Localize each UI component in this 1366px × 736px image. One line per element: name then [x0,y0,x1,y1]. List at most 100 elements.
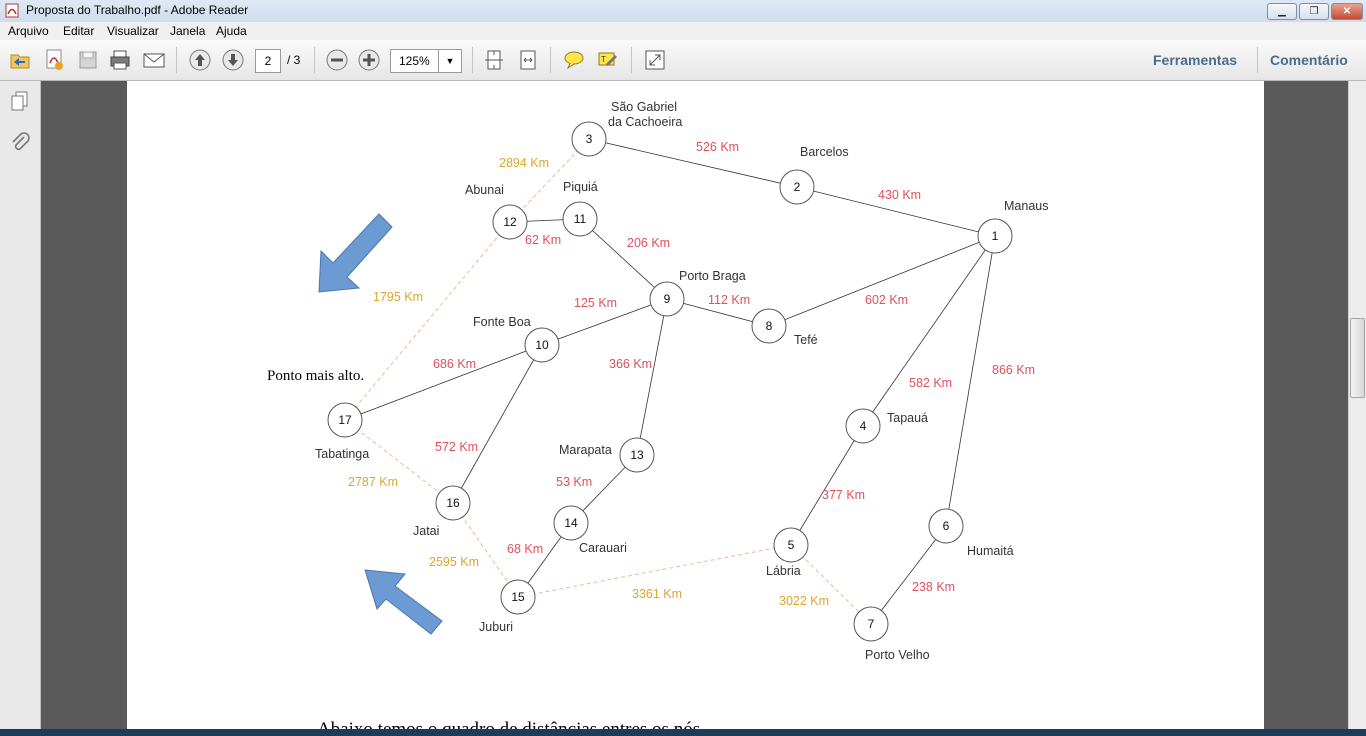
node-name-label: da Cachoeira [608,115,682,129]
toolbar-separator [1257,47,1258,73]
graph-node [571,121,607,157]
edge-distance-label: 582 Km [909,376,952,390]
edge-distance-label: 526 Km [696,140,739,154]
page-total: / 3 [287,53,301,67]
node-name-label: Juburi [479,620,513,634]
toolbar-separator [176,47,177,73]
prev-page-icon[interactable] [188,48,212,72]
fullscreen-icon[interactable] [643,48,667,72]
graph-edge [636,298,668,456]
graph-edge [344,419,454,504]
comment-link[interactable]: Comentário [1270,52,1348,68]
fit-page-icon[interactable] [482,48,506,72]
graph-edge [344,221,511,421]
graph-edge [790,544,872,625]
node-name-label: Barcelos [800,145,849,159]
node-name-label: Abunai [465,183,504,197]
edge-distance-label: 430 Km [878,188,921,202]
up-left-arrow-icon [364,569,443,635]
graph-edge [796,186,996,237]
node-number: 16 [446,496,460,510]
graph-node [853,606,889,642]
zoom-dropdown-button[interactable]: ▼ [438,49,462,73]
node-name-label: Piquiá [563,180,598,194]
fit-width-icon[interactable] [516,48,540,72]
node-number: 1 [992,229,999,243]
edge-distance-label: 62 Km [525,233,561,247]
attachments-icon[interactable] [8,131,32,155]
zoom-out-icon[interactable] [325,48,349,72]
node-name-label: São Gabriel [611,100,677,114]
navigation-panel [0,81,41,729]
menu-ajuda[interactable]: Ajuda [216,24,247,38]
edge-distance-label: 2894 Km [499,156,549,170]
node-number: 8 [766,319,773,333]
edge-distance-label: 377 Km [822,488,865,502]
graph-edge [870,525,947,625]
graph-edge [579,218,668,300]
svg-text:T: T [601,55,606,64]
node-number: 17 [338,413,352,427]
edge-distance-label: 866 Km [992,363,1035,377]
menu-editar[interactable]: Editar [63,24,95,38]
side-note: Ponto mais alto. [267,368,364,384]
node-name-label: Tapauá [887,411,928,425]
open-icon[interactable] [8,48,32,72]
menu-arquivo[interactable]: Arquivo [8,24,49,38]
graph-node [928,508,964,544]
graph-edge [452,502,519,598]
node-number: 10 [535,338,549,352]
node-name-label: Porto Velho [865,648,930,662]
node-number: 5 [788,538,795,552]
graph-edge [790,425,864,546]
save-icon[interactable] [76,48,100,72]
bottom-paragraph: Abaixo temos o quadro de distâncias entr… [317,719,700,729]
node-number: 4 [860,419,867,433]
edge-distance-label: 2787 Km [348,475,398,489]
graph-edge [452,344,543,504]
scrollbar-thumb[interactable] [1350,318,1365,398]
graph-edge [862,235,996,427]
node-number: 11 [574,212,587,226]
node-name-label: Fonte Boa [473,315,531,329]
graph-node [492,204,528,240]
vertical-scrollbar[interactable] [1348,81,1366,729]
edge-distance-label: 112 Km [708,293,750,307]
minimize-button[interactable]: ▁ [1267,3,1297,20]
title-bar: Proposta do Trabalho.pdf - Adobe Reader … [0,0,1366,23]
graph-edge [768,235,996,327]
down-left-arrow-icon [318,213,393,293]
next-page-icon[interactable] [221,48,245,72]
graph-node [751,308,787,344]
tools-link[interactable]: Ferramentas [1153,52,1238,68]
node-number: 7 [868,617,875,631]
graph-node [524,327,560,363]
node-name-label: Humaitá [967,544,1014,558]
print-icon[interactable] [108,48,132,72]
graph-node [435,485,471,521]
edge-distance-label: 3022 Km [779,594,829,608]
create-pdf-icon[interactable] [42,48,66,72]
comment-icon[interactable] [562,48,586,72]
window-title: Proposta do Trabalho.pdf - Adobe Reader [26,3,249,17]
menu-visualizar[interactable]: Visualizar [107,24,159,38]
graph-node [649,281,685,317]
close-button[interactable]: ✕ [1331,3,1363,20]
pages-panel-icon[interactable] [8,89,32,113]
node-name-label: Marapata [559,443,612,457]
node-number: 6 [943,519,950,533]
menu-janela[interactable]: Janela [170,24,206,38]
graph-edge [945,235,996,527]
email-icon[interactable] [142,48,166,72]
node-number: 9 [664,292,671,306]
graph-node [773,527,809,563]
page-number-input[interactable]: 2 [255,49,281,73]
node-number: 3 [586,132,593,146]
edge-distance-label: 2595 Km [429,555,479,569]
zoom-in-icon[interactable] [357,48,381,72]
restore-button[interactable]: ❐ [1299,3,1329,20]
toolbar-separator [631,47,632,73]
highlight-icon[interactable]: T [596,48,620,72]
